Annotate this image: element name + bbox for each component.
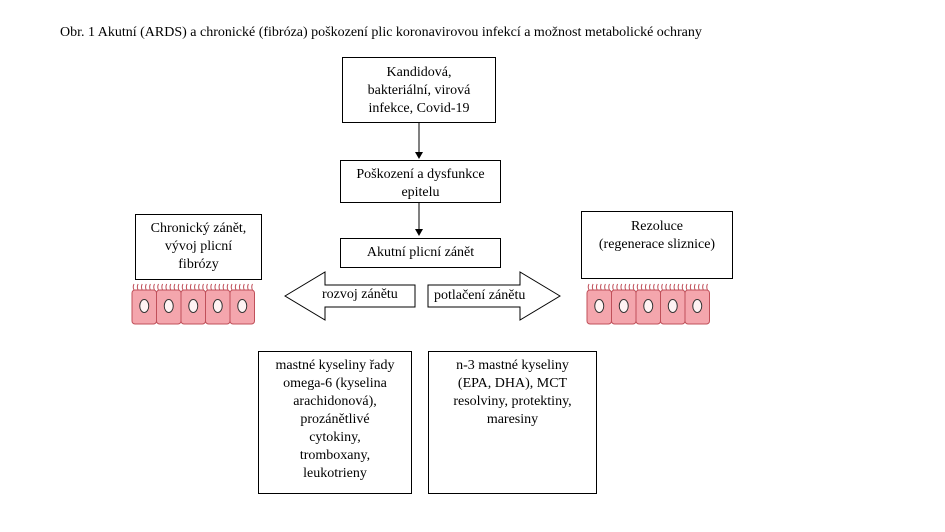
cell-nucleus [667,299,678,313]
left-arrow-label: rozvoj zánětu [322,287,398,302]
omega3-box: n-3 mastné kyseliny (EPA, DHA), MCT reso… [428,351,597,494]
cilium [214,283,217,291]
cilium [145,283,147,291]
cilium [132,283,135,291]
chronic-inflammation-text: Chronický zánět, vývoj plicní fibrózy [150,221,247,272]
cilium [669,283,672,291]
cilium [206,283,208,291]
cilium [136,283,139,291]
cilium [210,283,213,291]
cilium [616,283,619,291]
cilium [685,283,688,291]
cilium [632,283,635,291]
cell-nucleus [618,299,629,313]
cell-nucleus [237,299,248,313]
cilium [153,283,155,291]
cell-nucleus [643,299,654,313]
cell-nucleus [212,299,223,313]
left-block-arrow [284,271,416,321]
infection-box: Kandidová, bakteriální, virová infekce, … [342,57,496,123]
cilium [693,283,696,291]
cilium [698,283,700,291]
cilium [677,283,680,291]
omega3-text: n-3 mastné kyseliny (EPA, DHA), MCT reso… [453,358,572,427]
cilium [238,283,241,291]
cilium [591,283,594,291]
cilium [644,283,647,291]
cilium [657,283,659,291]
cilium [222,283,225,291]
cilium [165,283,168,291]
cilium [140,283,143,291]
chronic-inflammation-box: Chronický zánět, vývoj plicní fibrózy [135,214,262,280]
cilium [624,283,627,291]
cilium [234,283,237,291]
cell-nucleus [188,299,199,313]
cilium [161,283,164,291]
cilium [230,283,233,291]
epithelium-damage-text: Poškození a dysfunkce epitelu [356,167,485,200]
infection-text: Kandidová, bakteriální, virová infekce, … [367,65,471,116]
cilium [628,283,631,291]
omega6-text: mastné kyseliny řady omega-6 (kyselina a… [275,358,395,481]
acute-inflammation-box: Akutní plicní zánět [340,238,501,268]
right-block-arrow [427,271,561,321]
cilium [653,283,655,291]
cilium [177,283,180,291]
cell-nucleus [139,299,150,313]
cell-nucleus [692,299,703,313]
cilium [665,283,668,291]
cilium [600,283,602,291]
cilium [226,283,229,291]
cilium [636,283,639,291]
epithelium-damage-box: Poškození a dysfunkce epitelu [340,160,501,203]
cilium [604,283,606,291]
epithelium-left-icon [131,283,255,325]
cell-nucleus [594,299,605,313]
cilium [202,283,204,291]
cilium [706,283,708,291]
figure-title: Obr. 1 Akutní (ARDS) a chronické (fibróz… [60,25,702,40]
cilium [689,283,692,291]
resolution-box: Rezoluce (regenerace sliznice) [581,211,733,279]
cilium [620,283,623,291]
omega6-box: mastné kyseliny řady omega-6 (kyselina a… [258,351,412,494]
cilium [157,283,159,291]
cilium [649,283,651,291]
cilium [595,283,598,291]
cilium [198,283,200,291]
cilium [681,283,684,291]
cilium [612,283,614,291]
cilium [608,283,610,291]
cilium [661,283,663,291]
cilium [247,283,249,291]
cilium [702,283,704,291]
cilium [194,283,196,291]
cilium [149,283,151,291]
cilium [640,283,643,291]
cilium [243,283,245,291]
cilium [185,283,188,291]
cilium [587,283,590,291]
cilium [189,283,192,291]
acute-inflammation-text: Akutní plicní zánět [366,245,475,260]
resolution-text: Rezoluce (regenerace sliznice) [598,219,716,252]
cell-nucleus [163,299,174,313]
cilium [673,283,676,291]
cilium [218,283,221,291]
cilium [169,283,172,291]
epithelium-right-icon [586,283,710,325]
cilium [173,283,176,291]
cilium [181,283,184,291]
right-arrow-label: potlačení zánětu [434,288,526,303]
cilium [251,283,253,291]
